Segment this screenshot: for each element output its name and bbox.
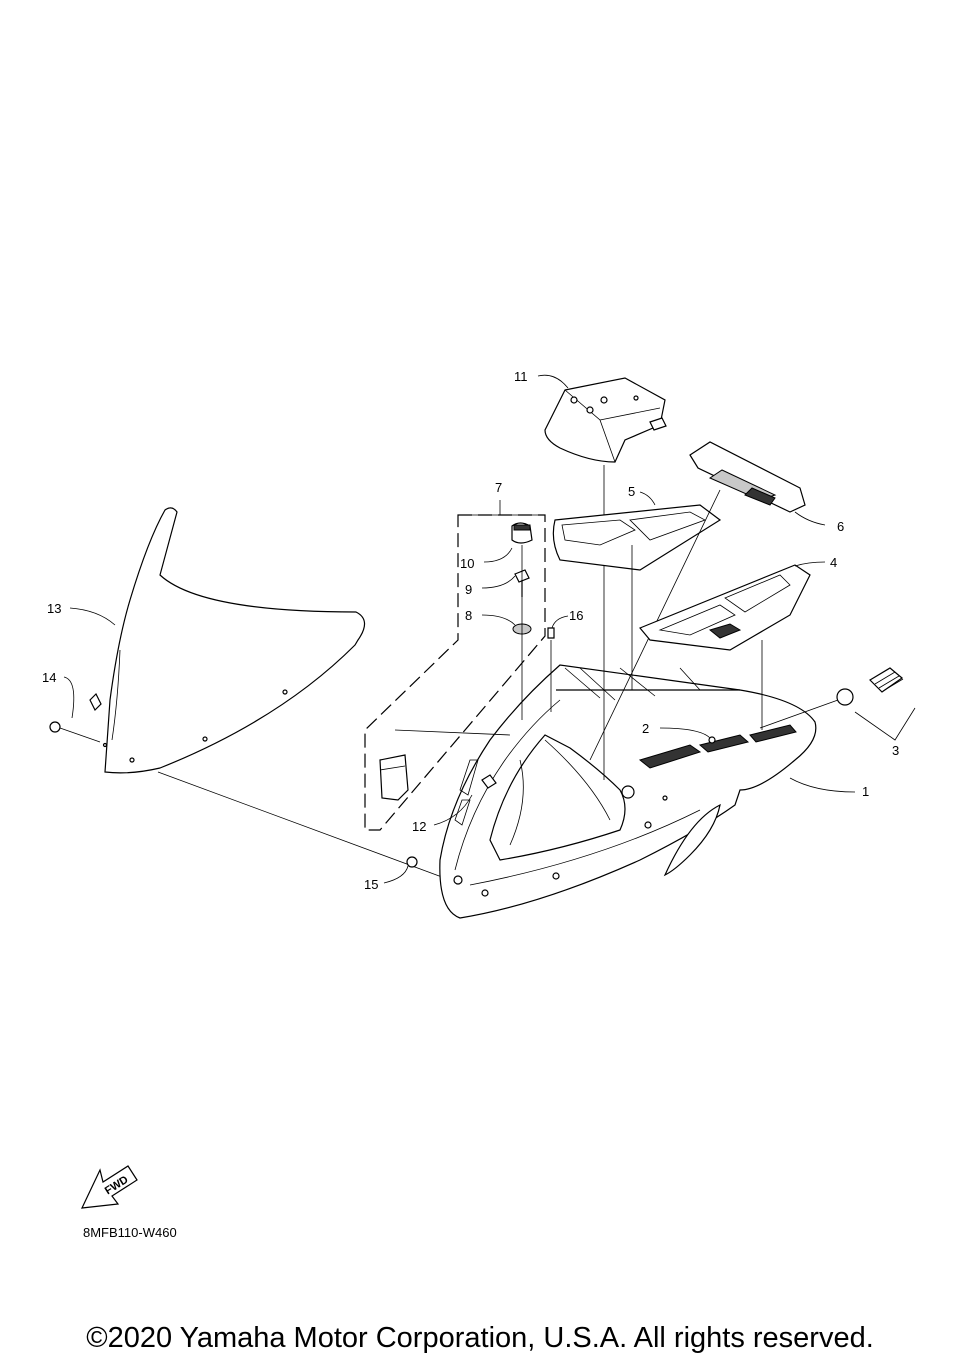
- label-12: 12: [412, 819, 426, 834]
- label-2: 2: [642, 721, 649, 736]
- fwd-arrow-icon: FWD: [80, 1165, 138, 1209]
- leader-7b: [394, 729, 511, 736]
- label-7: 7: [495, 480, 502, 495]
- part-7-group: [364, 500, 546, 831]
- label-10: 10: [460, 556, 474, 571]
- label-8: 8: [465, 608, 472, 623]
- part-10-cap: [511, 522, 533, 544]
- copyright-notice: ©2020 Yamaha Motor Corporation, U.S.A. A…: [86, 1322, 874, 1354]
- part-console-cover: [544, 377, 667, 463]
- label-15: 15: [364, 877, 378, 892]
- label-13: 13: [47, 601, 61, 616]
- part-7-switch: [379, 754, 409, 801]
- diagram-code: 8MFB110-W460: [83, 1225, 177, 1240]
- leader-3: [759, 699, 839, 729]
- part-3-cap: [836, 667, 904, 706]
- label-16: 16: [569, 608, 583, 623]
- part-windshield: [89, 507, 366, 774]
- label-3: 3: [892, 743, 899, 758]
- label-11: 11: [514, 369, 528, 384]
- label-1: 1: [862, 784, 869, 799]
- label-9: 9: [465, 582, 472, 597]
- part-2-screw: [708, 736, 716, 744]
- part-6-meter: [689, 441, 806, 513]
- part-16-bolt: [547, 627, 555, 639]
- leader-15: [157, 771, 451, 881]
- bracket-3: [854, 707, 916, 741]
- part-hull: [439, 664, 817, 919]
- label-6: 6: [837, 519, 844, 534]
- part-14-nut: [49, 721, 101, 743]
- part-15-nut: [406, 856, 418, 868]
- part-12-clip: [481, 774, 497, 789]
- label-4: 4: [830, 555, 837, 570]
- label-14: 14: [42, 670, 56, 685]
- part-4-mat: [639, 564, 811, 651]
- part-5-mat: [552, 504, 722, 571]
- label-5: 5: [628, 484, 635, 499]
